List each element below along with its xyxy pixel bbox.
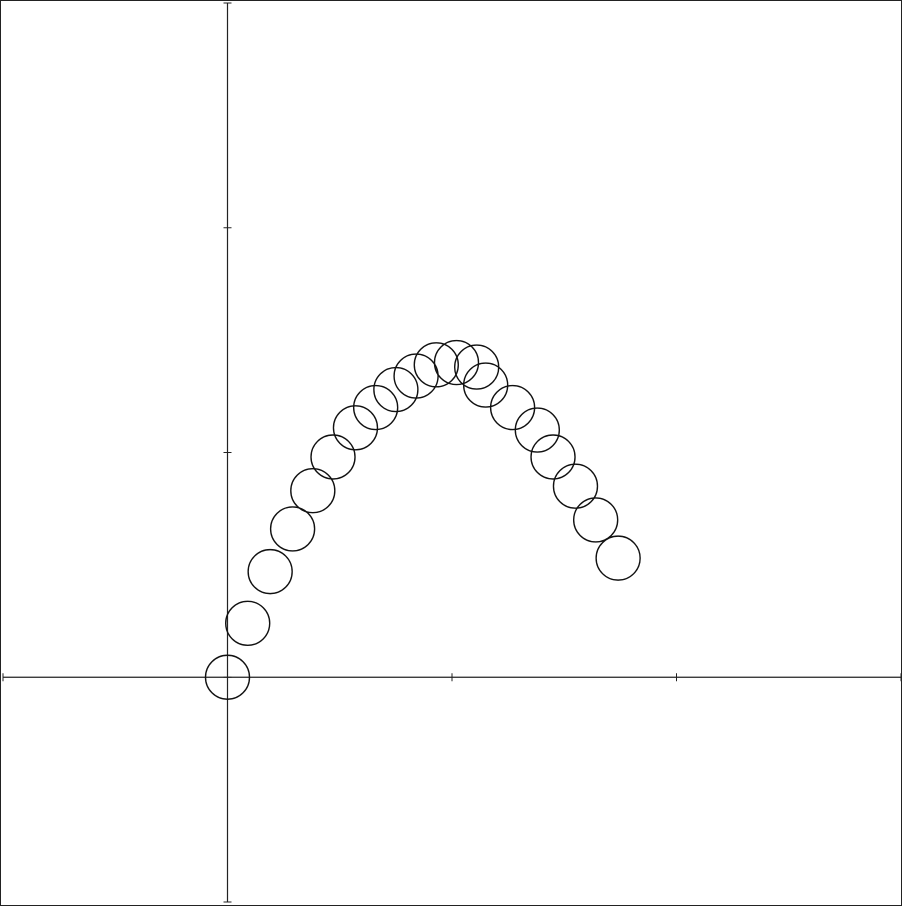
data-point [572, 497, 619, 543]
data-point [332, 405, 379, 451]
data-point [225, 600, 271, 647]
data-point [393, 353, 439, 399]
data-point [247, 548, 293, 595]
data-point [352, 384, 399, 431]
data-point [413, 342, 459, 388]
data-point [514, 407, 561, 453]
data-point [462, 362, 509, 408]
data-point [489, 384, 536, 431]
data-point [290, 468, 336, 514]
data-points [204, 339, 641, 700]
data-point [530, 434, 576, 480]
axes [3, 3, 901, 902]
data-point [552, 463, 599, 509]
data-point [310, 434, 356, 480]
data-point [269, 506, 316, 552]
data-point [453, 344, 500, 390]
data-point [595, 535, 641, 581]
data-point [433, 339, 480, 386]
data-point [204, 654, 251, 700]
data-point [373, 366, 419, 413]
